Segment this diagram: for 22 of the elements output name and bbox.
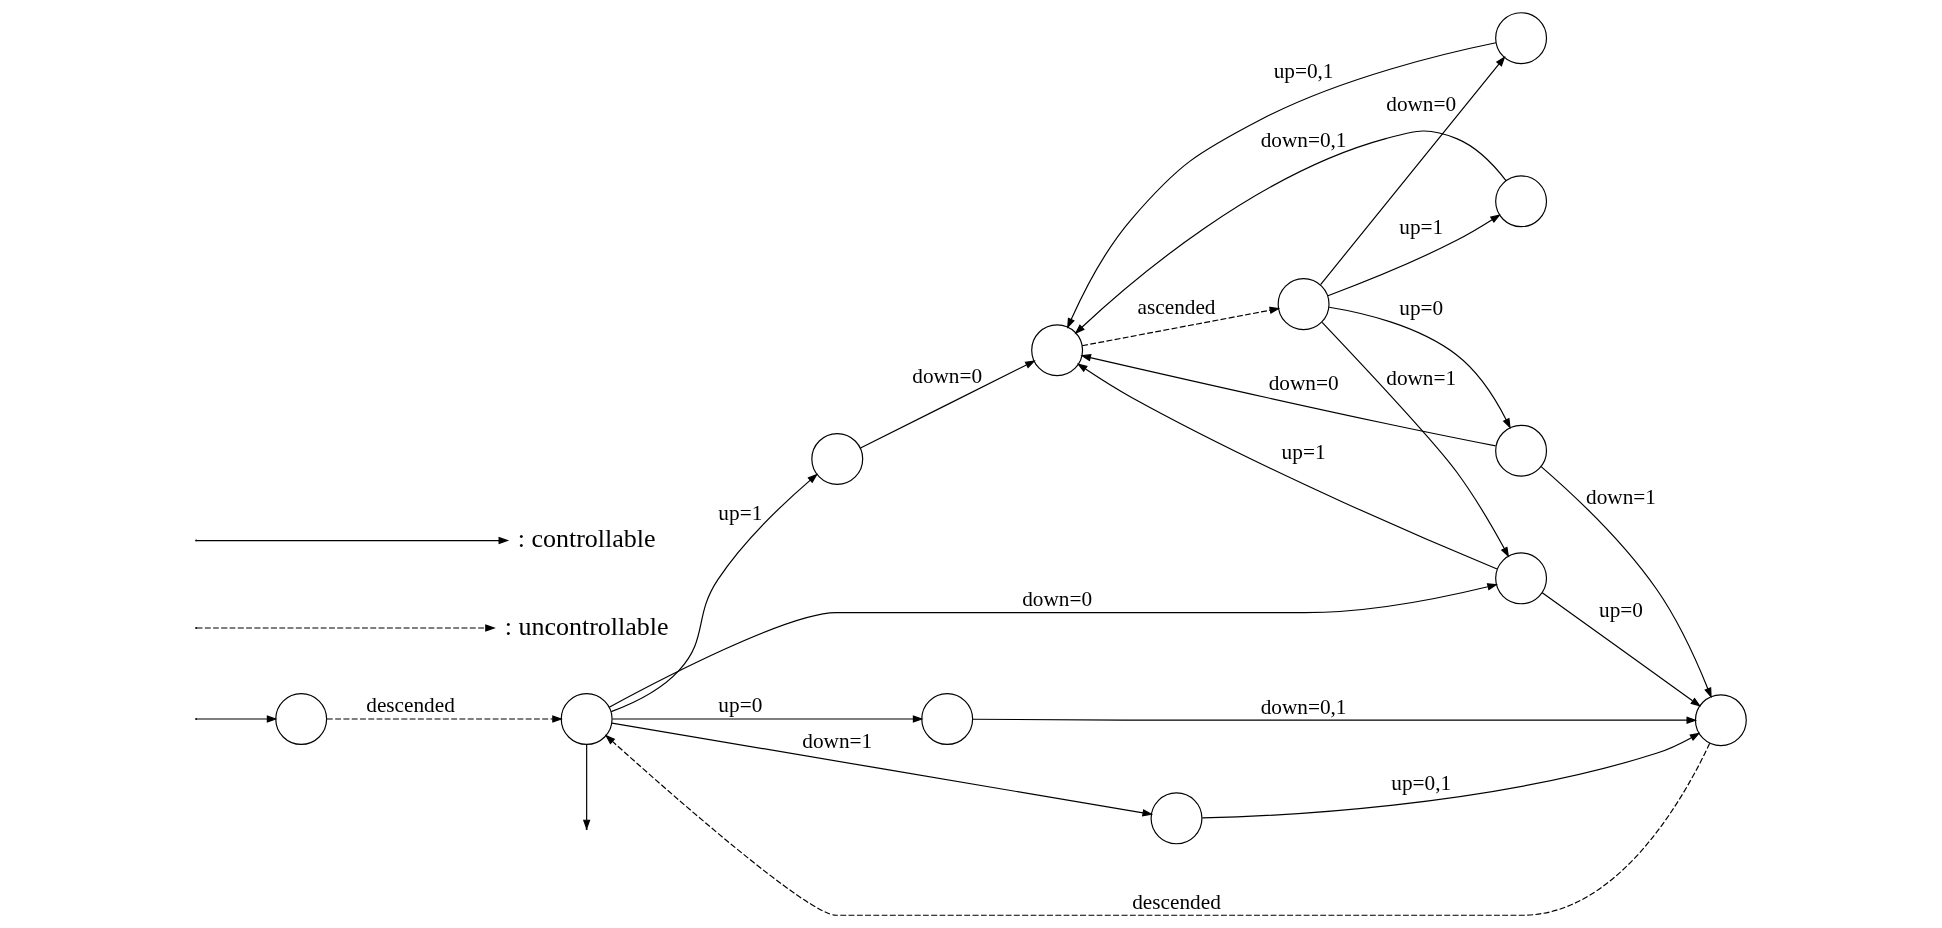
- edge-label: up=1: [718, 500, 763, 525]
- edge-label: descended: [366, 693, 455, 718]
- edge-label: up=0: [718, 693, 763, 718]
- edge-label: up=0,1: [1391, 771, 1452, 796]
- edge-label: down=0,1: [1260, 694, 1347, 719]
- edge-label: down=0: [1268, 370, 1339, 395]
- edge-label: down=1: [1586, 485, 1656, 510]
- edge-label: up=1: [1281, 440, 1326, 465]
- edge-label: down=0: [912, 363, 983, 388]
- edge-label: down=1: [1386, 365, 1457, 390]
- edge-label: down=0: [1386, 91, 1457, 116]
- edge-label: up=0: [1599, 597, 1643, 622]
- edge-label: down=0: [1022, 587, 1093, 612]
- legend-label: : uncontrollable: [504, 611, 669, 641]
- edge-label: up=1: [1399, 214, 1444, 239]
- edge-label: down=0,1: [1260, 128, 1347, 153]
- edge-label: descended: [1132, 889, 1221, 914]
- edge-label: ascended: [1137, 295, 1216, 320]
- edge-label: down=1: [802, 728, 873, 753]
- edge-label: up=0,1: [1273, 58, 1334, 83]
- legend-label: : controllable: [517, 524, 656, 554]
- edge-label: up=0: [1399, 296, 1444, 321]
